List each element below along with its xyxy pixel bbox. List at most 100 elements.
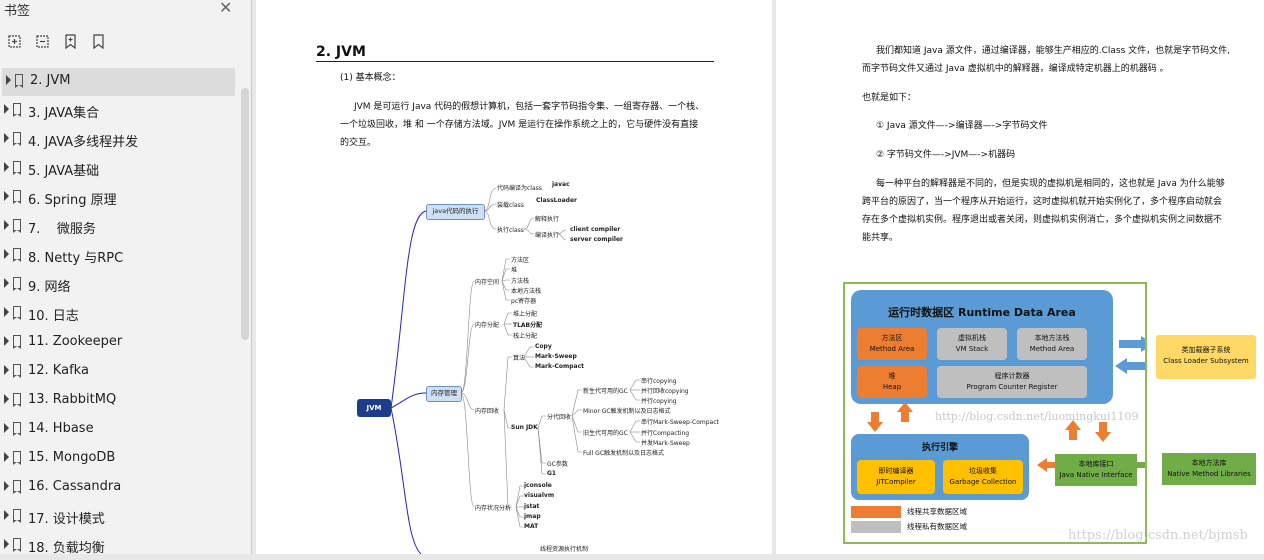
expand-arrow-icon[interactable] [4, 452, 9, 462]
pc-register-box: 程序计数器 Program Counter Register [937, 366, 1087, 398]
mindmap-leaf: 新生代可用的GC [583, 388, 628, 395]
sidebar-item-java-basics[interactable]: 5. JAVA基础 [0, 155, 240, 183]
sidebar-item-label: 6. Spring 原理 [28, 193, 117, 208]
sidebar-item-mongodb[interactable]: 15. MongoDB [0, 445, 240, 473]
document-page-left: 2. JVM (1) 基本概念： JVM 是可运行 Java 代码的假想计算机，… [256, 0, 772, 554]
sidebar-item-kafka[interactable]: 12. Kafka [0, 358, 240, 386]
add-bookmark-icon[interactable] [64, 34, 78, 50]
sidebar-item-hbase[interactable]: 14. Hbase [0, 416, 240, 444]
mindmap-leaf: client compiler [570, 226, 621, 233]
mindmap-leaf: 串行Mark-Sweep-Compact [641, 419, 719, 426]
paragraph-line: 每一种平台的解释器是不同的，但是实现的虚拟机是相同的，这也就是 Java 为什么… [876, 179, 1225, 189]
expand-arrow-icon[interactable] [4, 191, 9, 201]
sidebar-item-logging[interactable]: 10. 日志 [0, 300, 240, 328]
expand-arrow-icon[interactable] [4, 278, 9, 288]
mindmap-leaf: jstat [524, 503, 540, 510]
expand-arrow-icon[interactable] [4, 510, 9, 520]
expand-arrow-icon[interactable] [4, 336, 9, 346]
paragraph-line: 也就是如下： [862, 93, 917, 103]
expand-arrow-icon[interactable] [4, 423, 9, 433]
sidebar-item-microservices[interactable]: 7. 微服务 [0, 213, 240, 241]
expand-arrow-icon[interactable] [4, 365, 9, 375]
bookmark-icon [13, 364, 21, 378]
close-icon[interactable]: ✕ [219, 0, 233, 17]
sidebar-item-label: 14. Hbase [28, 421, 94, 436]
paragraph-line: 跨平台的原因了，当一个程序从开始运行，这时虚拟机就开始实例化了，多个程序启动就会 [862, 197, 1223, 207]
box-label: Program Counter Register [966, 383, 1058, 391]
box-label: Garbage Collection [949, 478, 1017, 486]
sidebar-item-concurrency[interactable]: 4. JAVA多线程并发 [0, 126, 240, 154]
sidebar-item-netty[interactable]: 8. Netty 与RPC [0, 242, 240, 270]
box-label: 垃圾收集 [969, 467, 997, 475]
bookmarks-panel: 书签 ✕ 2. JVM 3. JAVA集合 4. JAVA多线程并发 5. JA… [0, 0, 252, 556]
expand-arrow-icon[interactable] [4, 539, 9, 549]
bookmark-icon [13, 161, 21, 175]
image-watermark: http://blog.csdn.net/luomingkui1109 [935, 410, 1139, 423]
mindmap-leaf: 并行copying [641, 398, 677, 405]
sidebar-item-jvm[interactable]: 2. JVM [2, 68, 235, 96]
bookmark-icon [13, 190, 21, 204]
box-label: Method Area [869, 345, 915, 353]
mindmap-connectors [390, 187, 640, 554]
mindmap-leaf: 内存回收 [475, 408, 500, 415]
collapse-all-icon[interactable] [36, 34, 50, 50]
mindmap-leaf: Sun JDK [511, 424, 538, 431]
box-label: 程序计数器 [994, 372, 1030, 380]
expand-all-icon[interactable] [8, 34, 22, 50]
sidebar-item-label: 9. 网络 [28, 280, 71, 295]
sidebar-item-label: 16. Cassandra [28, 479, 122, 494]
mindmap-leaf: TLAB分配 [513, 322, 543, 329]
expand-arrow-icon[interactable] [4, 220, 9, 230]
box-label: 本地库接口 [1078, 460, 1114, 468]
box-label: 本地方法库 [1191, 459, 1227, 467]
mindmap-leaf: 解释执行 [535, 216, 560, 223]
expand-arrow-icon[interactable] [6, 75, 11, 85]
mindmap-leaf: 方法区 [511, 257, 530, 264]
bookmark-icon [15, 74, 23, 88]
mindmap-leaf: 装载class [497, 202, 524, 209]
box-label: Native Method Libraries [1167, 470, 1251, 478]
sidebar-item-design-patterns[interactable]: 17. 设计模式 [0, 503, 240, 531]
mindmap-leaf: server compiler [570, 236, 623, 243]
box-label: 本地方法栈 [1034, 334, 1070, 342]
sidebar-item-cassandra[interactable]: 16. Cassandra [0, 474, 240, 502]
mindmap-leaf: Mark-Sweep [535, 353, 577, 360]
expand-arrow-icon[interactable] [4, 133, 9, 143]
sidebar-item-label: 10. 日志 [28, 309, 79, 324]
expand-arrow-icon[interactable] [4, 162, 9, 172]
expand-arrow-icon[interactable] [4, 249, 9, 259]
sidebar-item-rabbitmq[interactable]: 13. RabbitMQ [0, 387, 240, 415]
bookmark-icon [13, 451, 21, 465]
mindmap-leaf: 串行copying [641, 378, 677, 385]
exec-title: 执行引擎 [921, 443, 958, 453]
expand-arrow-icon[interactable] [4, 307, 9, 317]
mindmap-leaf: 内存空间 [475, 279, 500, 286]
sidebar-item-network[interactable]: 9. 网络 [0, 271, 240, 299]
mindmap-leaf: 堆 [511, 267, 518, 274]
sidebar-item-zookeeper[interactable]: 11. Zookeeper [0, 329, 240, 357]
bookmarks-title: 书签 [4, 4, 31, 19]
bookmark-icon [13, 422, 21, 436]
mindmap-leaf: ClassLoader [536, 197, 577, 204]
sidebar-item-label: 2. JVM [30, 73, 71, 88]
sidebar-item-load-balancing[interactable]: 18. 负载均衡 [0, 532, 240, 560]
mindmap-leaf: 旧生代可用的GC [583, 430, 628, 437]
sidebar-item-spring[interactable]: 6. Spring 原理 [0, 184, 240, 212]
expand-arrow-icon[interactable] [4, 481, 9, 491]
sidebar-item-collections[interactable]: 3. JAVA集合 [0, 97, 240, 125]
box-label: Method Area [1029, 345, 1075, 353]
bookmark-icon [13, 219, 21, 233]
expand-arrow-icon[interactable] [4, 104, 9, 114]
expand-arrow-icon[interactable] [4, 394, 9, 404]
sidebar-scrollbar[interactable] [241, 88, 249, 340]
paragraph-line: ② 字节码文件—->JVM—->机器码 [876, 150, 1016, 160]
bookmark-icon[interactable] [92, 34, 106, 50]
page-watermark: https://blog.csdn.net/bjmsb [1068, 528, 1248, 543]
native-library-box: 本地方法库 Native Method Libraries [1162, 453, 1256, 485]
mindmap-leaf: Minor GC触发机制以及日志格式 [583, 408, 671, 415]
mindmap-root-jvm: JVM [357, 399, 391, 417]
